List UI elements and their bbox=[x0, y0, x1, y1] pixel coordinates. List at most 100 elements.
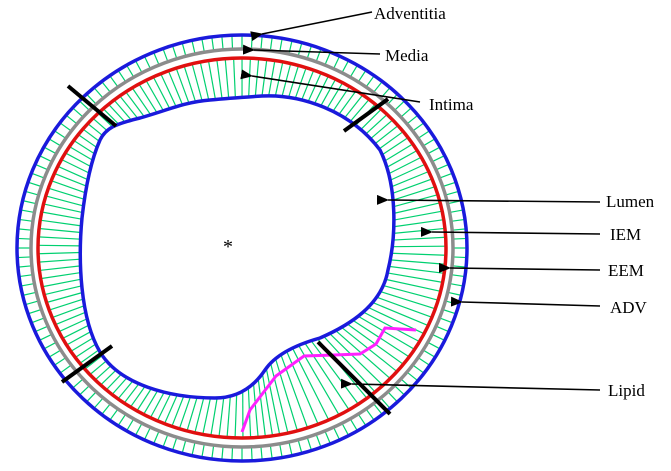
adventitia-spoke bbox=[449, 282, 464, 287]
intima-spoke bbox=[191, 63, 203, 102]
intima-spoke bbox=[393, 227, 445, 234]
intima-spoke bbox=[226, 396, 231, 438]
adventitia-spoke bbox=[162, 48, 169, 62]
intima-spoke bbox=[383, 284, 439, 301]
intima-spoke bbox=[160, 73, 177, 107]
intima-spoke bbox=[123, 383, 140, 404]
adventitia-spoke bbox=[324, 430, 331, 445]
adventitia-spoke bbox=[445, 190, 460, 196]
intima-spoke bbox=[199, 61, 210, 101]
intima-spoke bbox=[57, 165, 89, 181]
intima-spoke bbox=[100, 369, 117, 386]
adventitia-spoke bbox=[39, 155, 53, 163]
adventitia-spoke bbox=[101, 403, 111, 415]
intima-spoke bbox=[257, 378, 267, 437]
adventitia-spoke bbox=[357, 69, 367, 83]
intima-spoke bbox=[202, 397, 212, 435]
intima-spoke bbox=[384, 143, 414, 162]
adventitia-spoke bbox=[452, 265, 467, 268]
eem-boundary bbox=[29, 47, 455, 449]
adventitia-spoke bbox=[447, 291, 462, 296]
intima-spoke bbox=[38, 244, 81, 247]
adventitia-spoke bbox=[31, 317, 45, 324]
intima-spoke bbox=[51, 180, 86, 194]
intima-spoke bbox=[117, 380, 134, 400]
adventitia-spoke bbox=[231, 35, 234, 50]
adventitia-spoke bbox=[72, 378, 84, 389]
adventitia-spoke bbox=[333, 427, 341, 441]
intima-spoke bbox=[38, 258, 81, 263]
adventitia-spoke bbox=[394, 100, 406, 111]
adventitia-spoke bbox=[297, 42, 303, 57]
lumen-leader bbox=[376, 194, 601, 205]
intima-spoke bbox=[55, 311, 86, 326]
adv-label: ADV bbox=[610, 298, 648, 317]
lumen-label: Lumen bbox=[606, 192, 655, 211]
adventitia-spoke bbox=[412, 364, 425, 374]
adventitia-spoke bbox=[221, 35, 224, 50]
intima-spoke bbox=[388, 265, 445, 274]
intima-spoke bbox=[349, 99, 370, 122]
intima-spoke bbox=[393, 210, 443, 221]
adventitia-spoke bbox=[452, 237, 467, 240]
adventitia-spokes bbox=[17, 35, 467, 461]
adventitia-spoke bbox=[439, 172, 453, 179]
intima-spoke bbox=[125, 91, 145, 118]
intima-spoke bbox=[323, 335, 376, 393]
adventitia-spoke bbox=[134, 422, 143, 436]
adventitia-spoke bbox=[417, 357, 431, 366]
intima-spoke bbox=[392, 186, 436, 201]
adventitia-spoke bbox=[201, 443, 205, 458]
intima-spoke bbox=[393, 219, 444, 228]
intima-spoke bbox=[360, 108, 382, 131]
intima-spoke bbox=[386, 149, 418, 168]
intima-spoke bbox=[40, 271, 81, 280]
adventitia-spoke bbox=[333, 55, 341, 69]
intima-spoke bbox=[391, 252, 446, 256]
intima-spoke bbox=[233, 58, 236, 98]
intima-spoke bbox=[313, 75, 329, 104]
intima-spoke bbox=[207, 60, 217, 100]
adventitia-spoke bbox=[191, 40, 196, 55]
adventitia-spoke bbox=[260, 35, 263, 50]
iem-leader bbox=[420, 226, 601, 237]
adventitia-spoke bbox=[451, 274, 466, 278]
adventitia-spoke bbox=[134, 60, 143, 74]
lipid-outline bbox=[240, 326, 417, 433]
adventitia-spoke bbox=[400, 107, 412, 118]
adventitia-spoke bbox=[86, 391, 97, 403]
adventitia-spoke bbox=[427, 146, 441, 155]
intima-spoke bbox=[65, 152, 92, 168]
intima-spoke bbox=[111, 377, 128, 395]
intima-spoke bbox=[326, 82, 344, 109]
adventitia-spoke bbox=[387, 93, 398, 105]
intima-spoke bbox=[105, 373, 122, 391]
intima-spoke bbox=[119, 95, 139, 119]
intima-spoke bbox=[102, 108, 120, 125]
intima-spoke bbox=[248, 58, 251, 97]
intima-spoke bbox=[108, 103, 126, 123]
adventitia-spoke bbox=[93, 87, 104, 99]
adventitia-boundary bbox=[15, 33, 469, 463]
intima-spoke bbox=[145, 80, 164, 112]
adventitia-spoke bbox=[279, 38, 283, 53]
adventitia-spoke bbox=[153, 430, 160, 445]
adventitia-spoke bbox=[162, 434, 169, 448]
intima-spoke bbox=[70, 337, 94, 352]
intima-spoke bbox=[42, 278, 82, 288]
intima-spoke bbox=[234, 394, 238, 438]
intima-spoke bbox=[89, 360, 107, 376]
intima-spoke bbox=[43, 203, 83, 214]
adventitia-spoke bbox=[449, 209, 464, 214]
adventitia-spoke bbox=[65, 114, 78, 125]
intima-spoke bbox=[363, 311, 420, 343]
eem-leader bbox=[438, 262, 601, 273]
intima-spoke bbox=[392, 236, 446, 241]
adventitia-spoke bbox=[181, 42, 187, 57]
adventitia-spoke bbox=[181, 439, 187, 454]
intima-spoke bbox=[344, 94, 364, 119]
iem-boundary bbox=[36, 56, 448, 440]
intima-spoke bbox=[87, 123, 104, 137]
intima-spoke bbox=[73, 140, 95, 155]
adventitia-spoke bbox=[306, 437, 313, 451]
